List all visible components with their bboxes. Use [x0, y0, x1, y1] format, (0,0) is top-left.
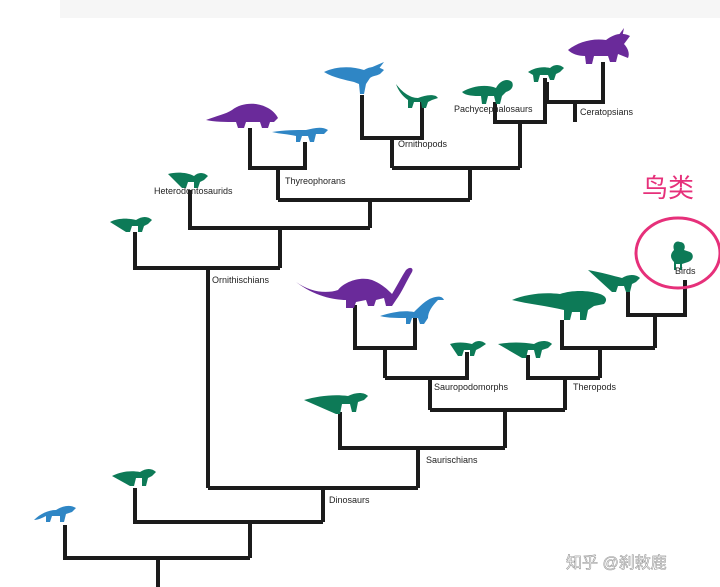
- label-ornithopods: Ornithopods: [398, 139, 448, 149]
- join-root: [63, 525, 250, 560]
- ankylosaur-silhouette: [206, 103, 278, 128]
- clade-ornithopods-a: [360, 95, 390, 140]
- watermark: 知乎 @刹敕鹿: [566, 554, 667, 572]
- sauropod-small-silhouette: [380, 296, 444, 324]
- clade-ornithopods-b: [390, 102, 424, 140]
- hadrosaur-silhouette: [324, 62, 384, 94]
- label-ceratopsians: Ceratopsians: [580, 107, 634, 117]
- basal-sauropodomorph-silhouette: [450, 341, 486, 356]
- sauropod-large-silhouette: [296, 267, 413, 308]
- heterodontosaurid-silhouette: [168, 172, 208, 188]
- thyreophoran-silhouette: [272, 127, 328, 142]
- join-heterodontosaurids: [188, 190, 370, 230]
- join-dinosauriformes: [133, 488, 323, 524]
- tyrannosaur-silhouette: [512, 291, 607, 320]
- label-saurischians: Saurischians: [426, 455, 478, 465]
- label-theropods: Theropods: [573, 382, 617, 392]
- silhouettes: [34, 28, 693, 522]
- label-dinosaurs: Dinosaurs: [329, 495, 370, 505]
- bird-silhouette: [671, 241, 693, 270]
- join-sauropodomorphs: [385, 352, 469, 380]
- label-ornithischians: Ornithischians: [212, 275, 270, 285]
- birds-annotation: 鸟类: [642, 173, 694, 203]
- ornithopod-silhouette: [396, 84, 438, 108]
- cladogram-tree: [63, 62, 687, 587]
- label-sauropodomorphs: Sauropodomorphs: [434, 382, 509, 392]
- label-heterodontosaurids: Heterodontosaurids: [154, 186, 233, 196]
- basal-theropod-silhouette: [498, 341, 552, 358]
- dinosauriform-silhouette: [112, 469, 156, 486]
- clade-birds: [626, 280, 687, 317]
- join-theropods: [526, 355, 600, 380]
- join-basal-ornithischian: [133, 232, 280, 270]
- birds-highlight-circle: [634, 216, 720, 290]
- clade-labels: Ornithopods Pachycephalosaurs Ceratopsia…: [154, 104, 696, 505]
- basal-ornithischian-silhouette: [110, 217, 152, 232]
- top-band: [60, 0, 720, 18]
- herrerasaurid-silhouette: [304, 393, 368, 414]
- pachycephalosaur-silhouette: [462, 80, 513, 104]
- basal-archosaur-silhouette: [34, 505, 76, 522]
- label-pachycephalosaurs: Pachycephalosaurs: [454, 104, 533, 114]
- label-thyreophorans: Thyreophorans: [285, 176, 346, 186]
- dromaeosaur-silhouette: [588, 270, 640, 292]
- small-ceratopsian-silhouette: [528, 65, 564, 82]
- join-tyrannosaur: [560, 320, 655, 350]
- join-herrerasaur: [338, 412, 505, 450]
- ceratopsian-silhouette: [568, 28, 630, 64]
- label-birds: Birds: [675, 266, 696, 276]
